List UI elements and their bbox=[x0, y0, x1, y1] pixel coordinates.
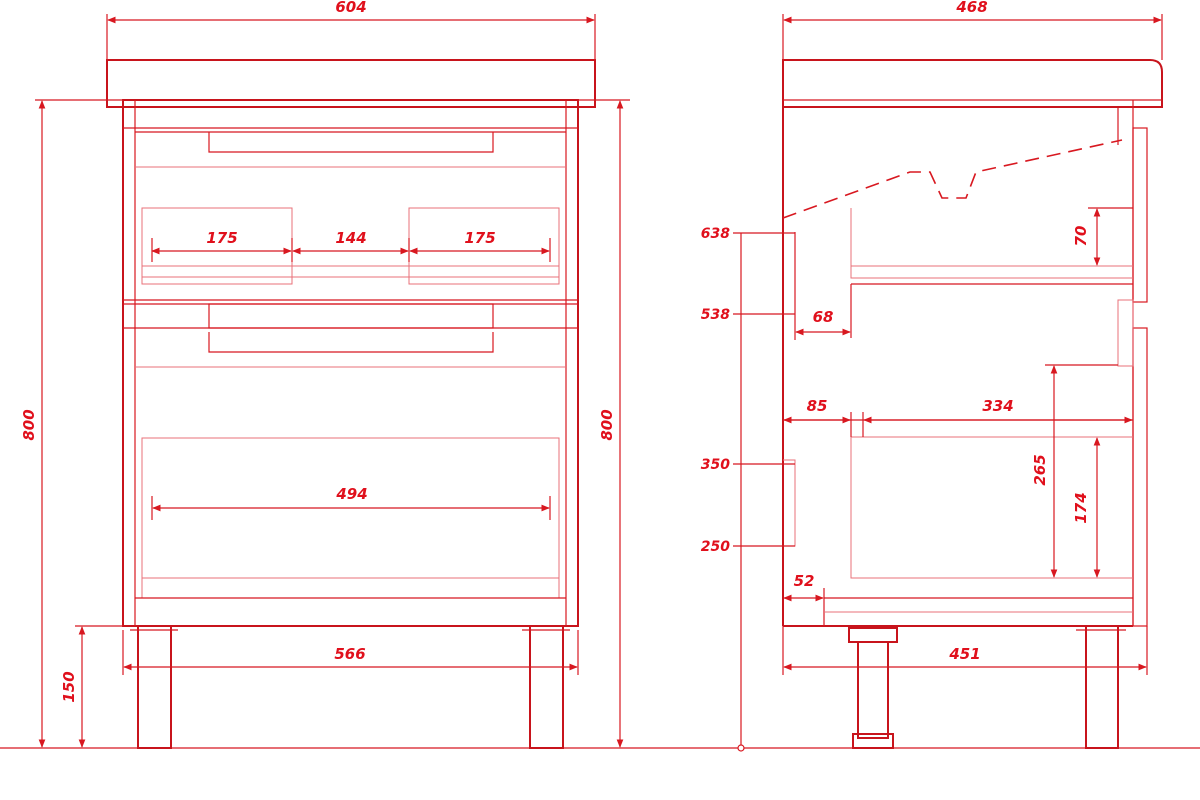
dim-70-label: 70 bbox=[1072, 226, 1090, 247]
dim-265-label: 265 bbox=[1031, 454, 1049, 485]
side-leg-front bbox=[1085, 625, 1119, 749]
front-leg-right bbox=[529, 625, 564, 749]
lower-box bbox=[141, 437, 560, 599]
side-leg-back-cap bbox=[848, 627, 898, 643]
sink-outline bbox=[782, 139, 1123, 219]
dim-451-label: 451 bbox=[948, 645, 980, 663]
dim-494-label: 494 bbox=[335, 485, 367, 503]
side-lower-front bbox=[1132, 327, 1148, 627]
side-leg-back-foot bbox=[852, 733, 894, 749]
dim-604-label: 604 bbox=[335, 0, 366, 16]
height-axis-origin bbox=[737, 744, 745, 752]
axis-label-350: 350 bbox=[701, 457, 730, 473]
axis-label-638: 638 bbox=[701, 226, 730, 242]
dim-85-label: 85 bbox=[807, 397, 828, 415]
side-lower-box bbox=[850, 437, 1133, 579]
side-countertop bbox=[782, 59, 1163, 108]
dim-144-label: 144 bbox=[335, 229, 366, 247]
dim-174-label: 174 bbox=[1072, 492, 1090, 523]
side-view: 468 451 638 538 350 250 68 85 334 70 bbox=[701, 0, 1163, 752]
dim-68-label: 68 bbox=[813, 308, 834, 326]
dim-468-label: 468 bbox=[955, 0, 987, 16]
dim-175b-label: 175 bbox=[464, 229, 495, 247]
lower-handle bbox=[208, 332, 494, 353]
axis-label-250: 250 bbox=[701, 539, 730, 555]
upper-handle bbox=[208, 132, 494, 153]
dim-800r-label: 800 bbox=[598, 409, 616, 440]
side-upper-front bbox=[1132, 127, 1148, 303]
side-leg-back bbox=[857, 641, 889, 739]
front-cabinet-body bbox=[122, 99, 579, 627]
dim-150-label: 150 bbox=[60, 671, 78, 702]
front-view: 604 800 800 150 566 175 144 175 494 bbox=[20, 0, 630, 749]
side-upper-box bbox=[850, 208, 1133, 279]
dim-175a-label: 175 bbox=[206, 229, 237, 247]
dim-566-label: 566 bbox=[334, 645, 365, 663]
lower-handle-front bbox=[208, 303, 494, 329]
side-upper-handle bbox=[1117, 299, 1134, 367]
front-leg-left bbox=[137, 625, 172, 749]
dim-334-label: 334 bbox=[982, 397, 1013, 415]
dim-800l-label: 800 bbox=[20, 409, 38, 440]
axis-label-538: 538 bbox=[701, 307, 730, 323]
front-countertop bbox=[106, 59, 596, 108]
recess-lower bbox=[783, 459, 796, 547]
dim-52-label: 52 bbox=[794, 572, 815, 590]
